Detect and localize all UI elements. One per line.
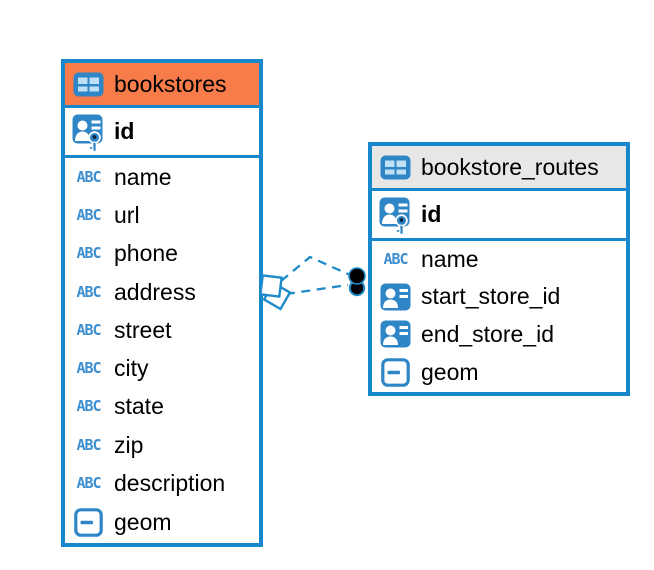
primary-key-icon: [379, 193, 412, 237]
relationship-dot-marker: [348, 267, 366, 285]
column-row[interactable]: ABC zip: [72, 426, 252, 464]
column-row[interactable]: ABC state: [72, 388, 252, 426]
table-header-bookstore-routes[interactable]: bookstore_routes: [372, 146, 626, 191]
columns-list: ABC name start_store_id end_store_id geom: [372, 241, 626, 392]
column-name: address: [114, 278, 196, 305]
primary-key-icon: [72, 110, 105, 154]
text-type-icon: ABC: [76, 282, 101, 301]
column-name: phone: [114, 240, 178, 267]
column-name: state: [114, 393, 164, 420]
column-name: street: [114, 316, 172, 343]
column-row[interactable]: start_store_id: [379, 278, 619, 316]
id-reference-type-icon: [379, 320, 412, 348]
relationship-line[interactable]: [280, 255, 351, 282]
relationship-diamond-marker: [262, 281, 292, 311]
column-row[interactable]: ABC city: [72, 349, 252, 387]
geometry-type-icon: [72, 508, 105, 538]
geometry-type-icon: [379, 358, 412, 387]
text-type-icon: ABC: [76, 435, 101, 454]
primary-key-row[interactable]: id: [65, 108, 259, 158]
column-row[interactable]: ABC name: [72, 158, 252, 196]
entity-table-bookstore-routes[interactable]: bookstore_routes id ABC name start_store_…: [368, 142, 630, 396]
relationship-line[interactable]: [285, 283, 349, 296]
text-type-icon: ABC: [76, 359, 101, 378]
table-icon: [72, 72, 105, 97]
table-icon: [379, 155, 412, 180]
column-name: description: [114, 470, 226, 497]
text-type-icon: ABC: [76, 397, 101, 416]
text-type-icon: ABC: [76, 320, 101, 339]
primary-key-name: id: [421, 201, 442, 227]
column-row[interactable]: ABC url: [72, 196, 252, 234]
column-name: end_store_id: [421, 320, 554, 347]
column-row[interactable]: ABC phone: [72, 235, 252, 273]
column-row[interactable]: ABC address: [72, 273, 252, 311]
column-row[interactable]: ABC street: [72, 311, 252, 349]
text-type-icon: ABC: [76, 244, 101, 263]
column-row[interactable]: end_store_id: [379, 316, 619, 354]
column-name: zip: [114, 431, 144, 458]
relationship-dot-marker: [348, 279, 366, 297]
text-type-icon: ABC: [76, 205, 101, 224]
primary-key-name: id: [114, 118, 135, 144]
id-reference-type-icon: [379, 283, 412, 311]
relationship-diamond-marker: [259, 274, 283, 298]
column-name: url: [114, 201, 140, 228]
table-name: bookstore_routes: [421, 153, 599, 180]
column-row[interactable]: geom: [72, 503, 252, 543]
text-type-icon: ABC: [76, 167, 101, 186]
primary-key-row[interactable]: id: [372, 191, 626, 241]
column-row[interactable]: ABC name: [379, 241, 619, 278]
table-header-bookstores[interactable]: bookstores: [65, 63, 259, 108]
column-name: geom: [114, 509, 172, 536]
text-type-icon: ABC: [383, 249, 408, 268]
column-name: start_store_id: [421, 283, 561, 310]
column-name: name: [421, 245, 479, 272]
column-row[interactable]: geom: [379, 353, 619, 392]
text-type-icon: ABC: [76, 474, 101, 493]
column-name: city: [114, 355, 149, 382]
column-row[interactable]: ABC description: [72, 464, 252, 502]
column-name: name: [114, 163, 172, 190]
table-name: bookstores: [114, 70, 227, 97]
column-name: geom: [421, 359, 479, 386]
